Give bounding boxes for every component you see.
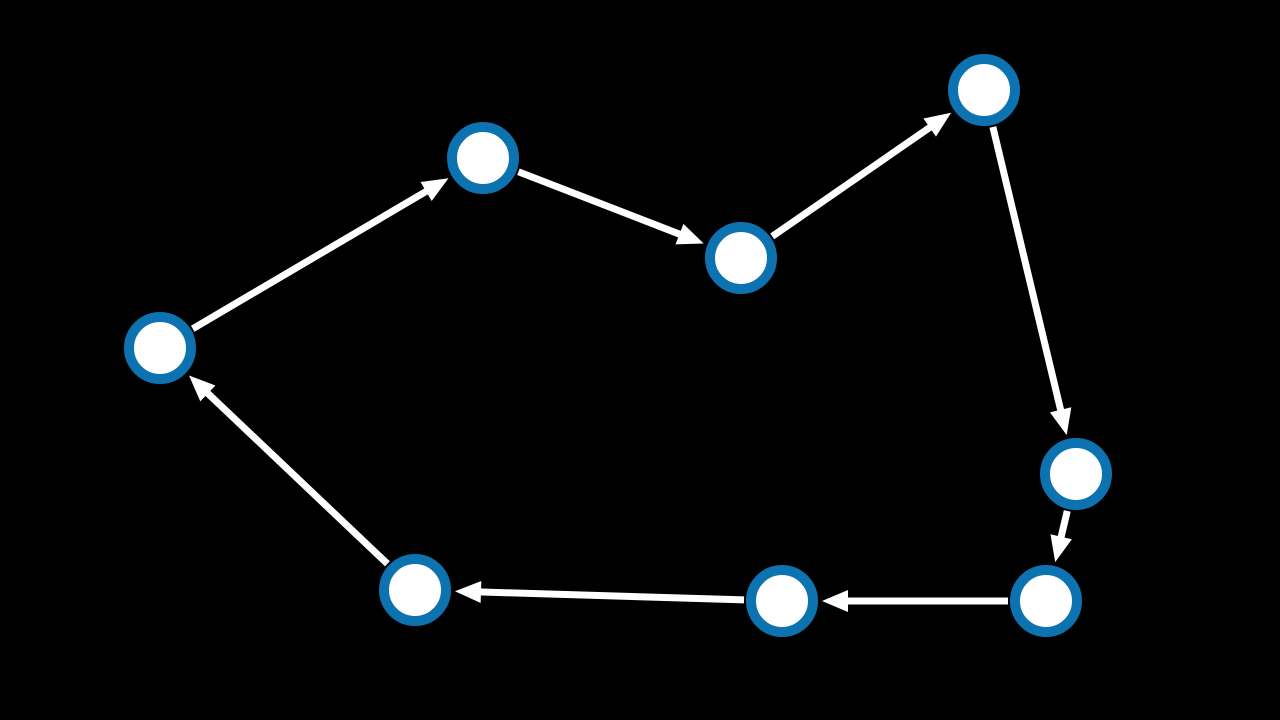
edge-node-3-to-node-4[interactable] <box>770 112 952 240</box>
edge-node-7-to-node-8[interactable] <box>454 580 745 604</box>
node-6[interactable] <box>1010 565 1082 637</box>
edge-node-5-to-node-6[interactable] <box>1050 510 1072 563</box>
node-circle <box>746 565 818 637</box>
edge-line <box>190 185 434 332</box>
node-7[interactable] <box>746 565 818 637</box>
edge-line <box>517 168 687 240</box>
edge-node-1-to-node-2[interactable] <box>190 178 449 332</box>
node-4[interactable] <box>948 54 1020 126</box>
node-8[interactable] <box>379 554 451 626</box>
edge-line <box>474 588 745 604</box>
node-circle <box>379 554 451 626</box>
nodes-layer <box>124 54 1112 637</box>
node-3[interactable] <box>705 222 777 294</box>
node-2[interactable] <box>447 122 519 194</box>
node-circle <box>124 312 196 384</box>
edge-line <box>770 121 937 240</box>
edges-layer <box>189 112 1072 612</box>
edge-arrowhead-icon <box>189 375 216 402</box>
edge-arrowhead-icon <box>923 112 952 137</box>
edge-arrowhead-icon <box>454 580 482 603</box>
edge-arrowhead-icon <box>822 590 848 612</box>
edge-node-2-to-node-3[interactable] <box>517 168 704 245</box>
node-5[interactable] <box>1040 438 1112 510</box>
edge-node-6-to-node-7[interactable] <box>822 590 1008 612</box>
node-circle <box>948 54 1020 126</box>
node-circle <box>705 222 777 294</box>
edge-node-8-to-node-1[interactable] <box>189 375 390 567</box>
edge-line <box>989 126 1066 417</box>
node-circle <box>1010 565 1082 637</box>
edge-arrowhead-icon <box>420 178 449 201</box>
edge-line <box>201 386 390 567</box>
node-circle <box>447 122 519 194</box>
edge-arrowhead-icon <box>1050 534 1072 563</box>
edge-arrowhead-icon <box>675 223 704 245</box>
node-1[interactable] <box>124 312 196 384</box>
node-circle <box>1040 438 1112 510</box>
edge-arrowhead-icon <box>1049 407 1072 436</box>
edge-node-4-to-node-5[interactable] <box>989 126 1072 436</box>
